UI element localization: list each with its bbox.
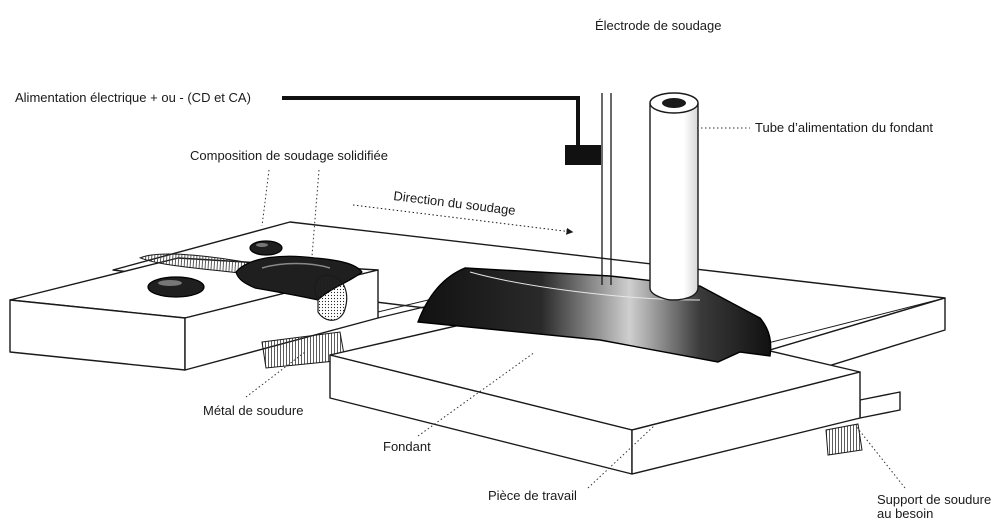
label-power-supply: Alimentation électrique + ou - (CD et CA… (15, 90, 251, 105)
label-weld-metal: Métal de soudure (203, 403, 303, 418)
flux-feed-tube (649, 92, 699, 301)
welding-electrode (565, 93, 612, 285)
label-backing-support-1: Support de soudure (877, 492, 991, 507)
curled-slag (235, 255, 363, 321)
label-flux-feed-tube: Tube d’alimentation du fondant (755, 120, 933, 135)
label-welding-direction: Direction du soudage (393, 188, 517, 218)
power-cable (282, 96, 580, 146)
label-workpiece: Pièce de travail (488, 488, 577, 503)
right-plate (329, 301, 861, 475)
leader-lines (245, 127, 906, 489)
direction-arrow (352, 204, 574, 235)
label-flux: Fondant (383, 439, 431, 454)
label-solidified-weld: Composition de soudage solidifiée (190, 148, 388, 163)
label-backing-support-2: au besoin (877, 506, 933, 521)
backing-support (261, 331, 901, 456)
label-electrode: Électrode de soudage (595, 18, 721, 33)
slag-blobs (147, 240, 283, 298)
